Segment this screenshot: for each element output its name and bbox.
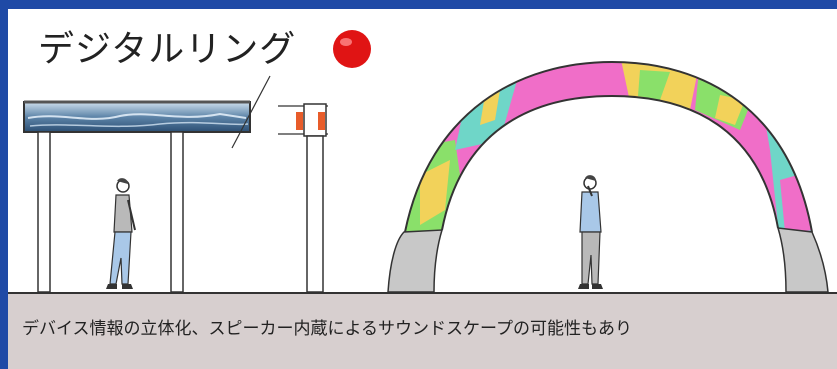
arch-pillar-right bbox=[776, 227, 829, 293]
gate-structure bbox=[23, 100, 251, 293]
left-border bbox=[0, 0, 8, 369]
diagram-title: デジタルリング bbox=[38, 29, 297, 70]
caption-text: デバイス情報の立体化、スピーカー内蔵によるサウンドスケープの可能性もあり bbox=[22, 319, 632, 339]
caption-band bbox=[8, 293, 837, 369]
person-walking bbox=[106, 178, 136, 289]
arch-pillar-left bbox=[387, 229, 444, 293]
red-marker-dot bbox=[333, 30, 371, 68]
digital-ring-arch bbox=[387, 60, 829, 293]
section-detail bbox=[278, 103, 328, 293]
leader-line bbox=[231, 75, 271, 149]
person-standing bbox=[578, 175, 603, 289]
gate-pillar-right bbox=[170, 131, 184, 293]
top-border bbox=[0, 0, 837, 9]
gate-pillar-left bbox=[37, 131, 51, 293]
